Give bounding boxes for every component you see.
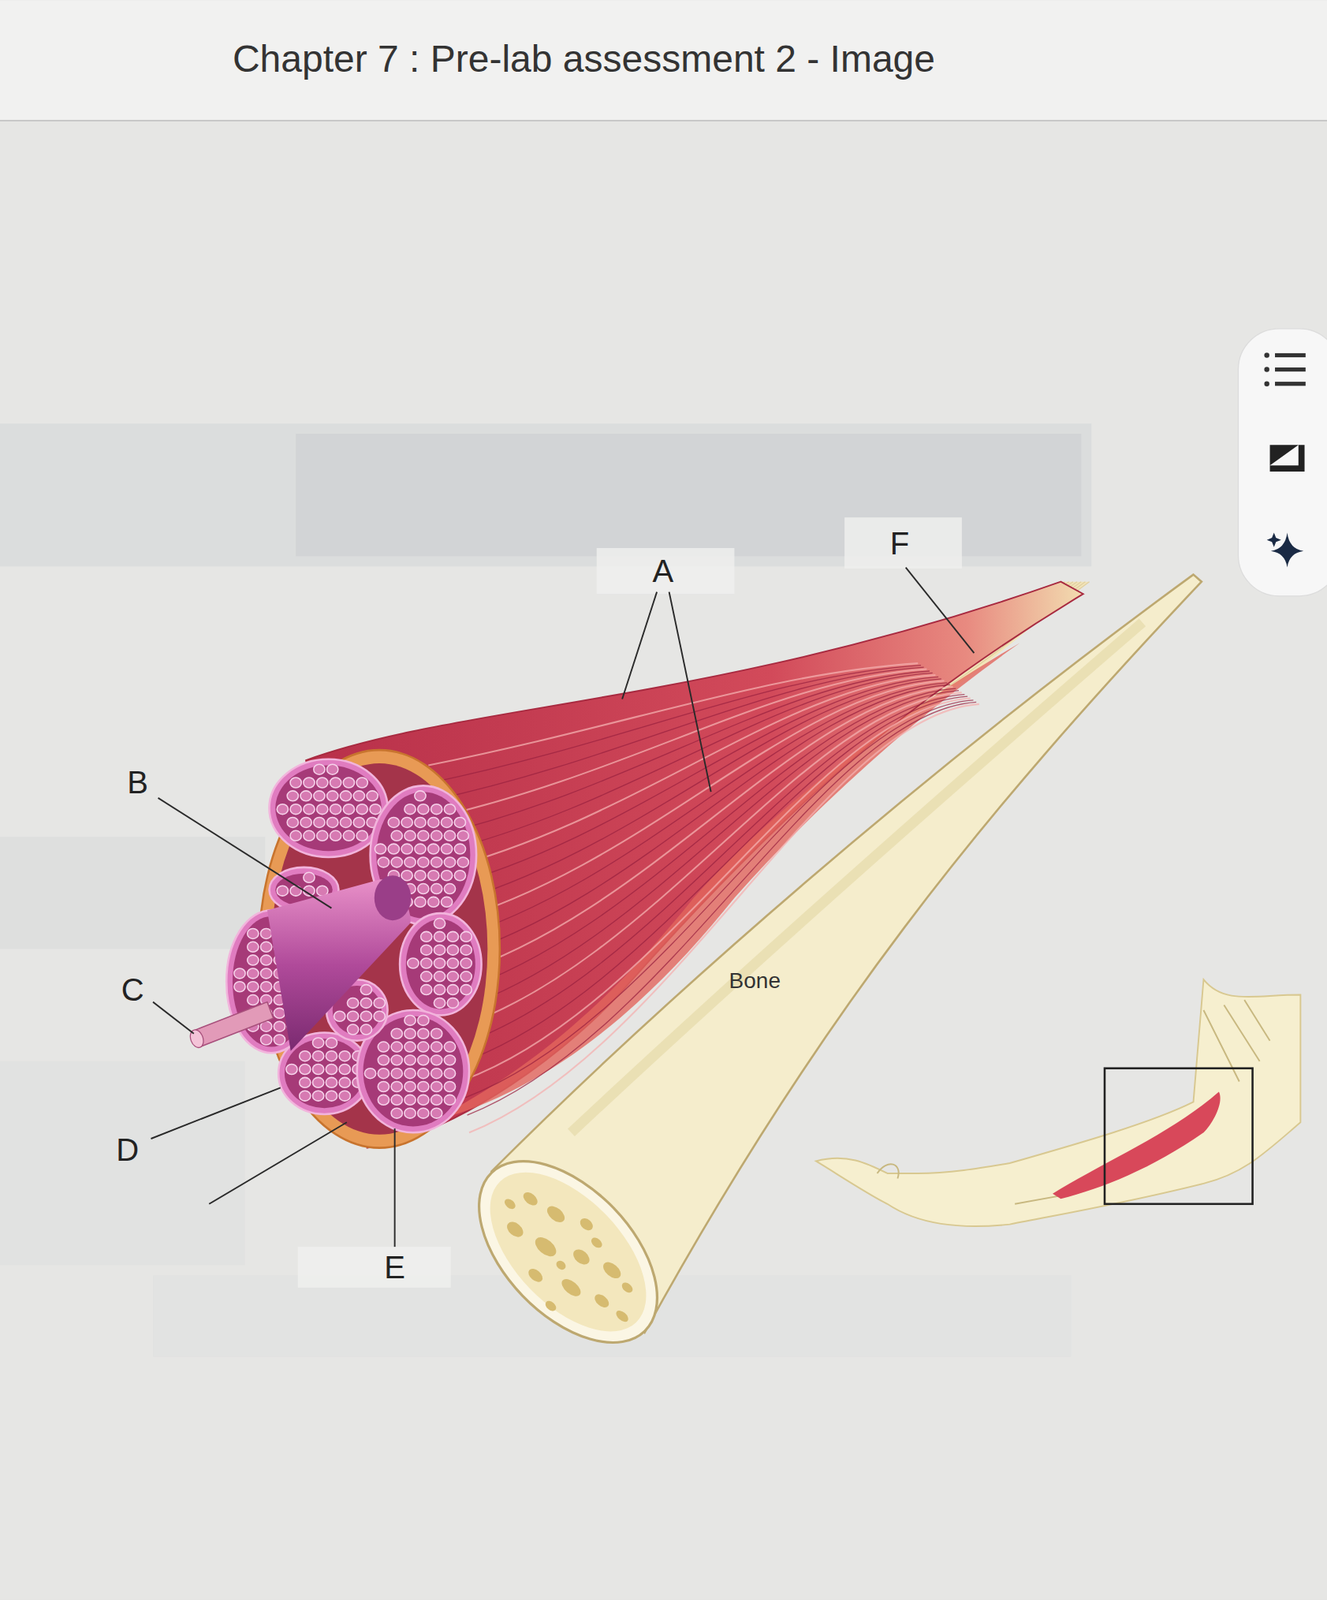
note-icon xyxy=(1270,444,1305,472)
callout-letter: E xyxy=(379,1249,411,1285)
ghost-panel xyxy=(0,836,265,949)
fascicle-pulled xyxy=(267,875,411,1052)
ghost-panel xyxy=(0,1061,245,1266)
leader-line xyxy=(669,592,712,793)
label-patch xyxy=(844,517,962,569)
inset-box xyxy=(1104,1068,1253,1204)
callout-letter: C xyxy=(116,972,150,1007)
toolbar-panel xyxy=(1237,328,1327,597)
header-bar xyxy=(0,0,1327,121)
leader-line xyxy=(152,1002,194,1034)
leader-line xyxy=(208,1121,347,1204)
leader-line xyxy=(905,567,975,654)
arm-inset xyxy=(816,979,1301,1227)
callout-letter: A xyxy=(648,553,679,589)
ghost-panel xyxy=(295,433,1081,556)
leader-lines xyxy=(150,567,974,1248)
list-icon xyxy=(1263,352,1305,387)
header-rule xyxy=(0,119,1327,122)
label-patch xyxy=(596,547,735,594)
callout-letter: B xyxy=(122,764,153,800)
muscle-fiber xyxy=(187,1002,273,1050)
part-label: Bone xyxy=(729,969,781,994)
muscle-belly xyxy=(305,581,1084,1149)
leader-line xyxy=(150,1087,280,1139)
label-patch xyxy=(298,1246,452,1288)
leader-line xyxy=(394,1128,396,1247)
callout-letter: F xyxy=(885,525,914,561)
leader-line xyxy=(158,797,332,909)
leader-line xyxy=(622,592,657,700)
sparkle-icon xyxy=(1267,533,1305,568)
cross-section xyxy=(226,749,500,1149)
page-title: Chapter 7 : Pre-lab assessment 2 - Image xyxy=(232,37,936,81)
callout-letter: D xyxy=(111,1132,144,1167)
